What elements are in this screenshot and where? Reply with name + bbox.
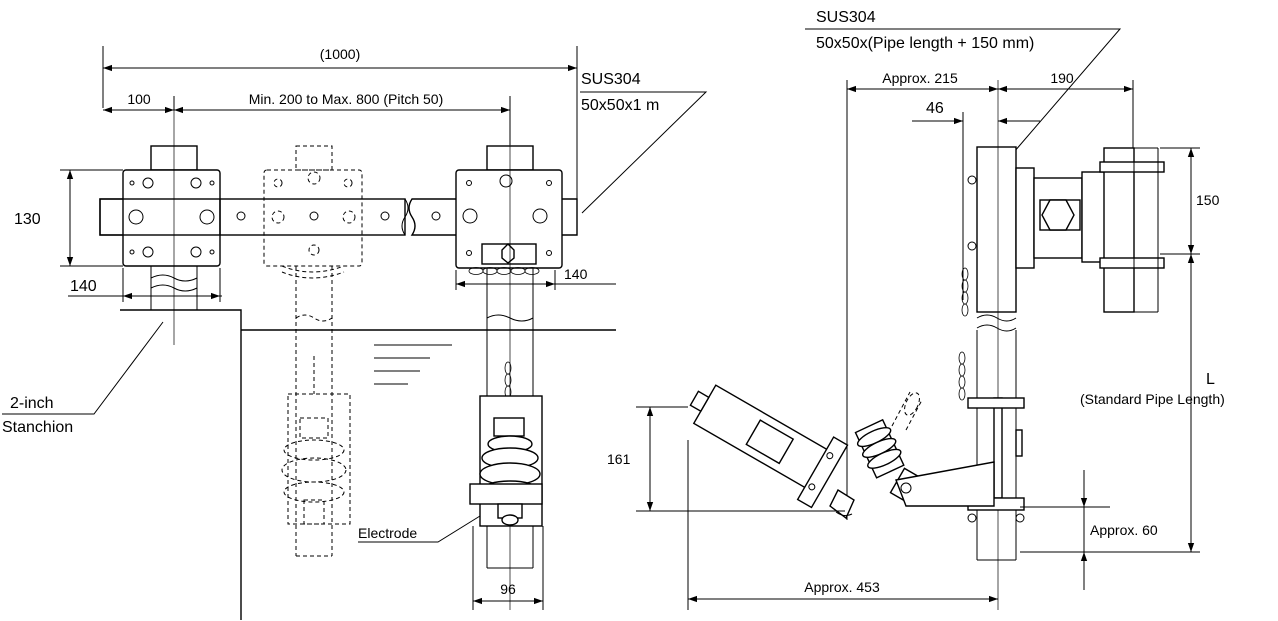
- chain-right-view-lower: [958, 351, 966, 401]
- clamp-plate-right: [455, 145, 563, 610]
- dimension-offset-and-range: 100 Min. 200 to Max. 800 (Pitch 50): [103, 91, 511, 145]
- immersion-pipe-right: [469, 268, 543, 569]
- dimension-pipe-length: L (Standard Pipe Length): [1020, 254, 1225, 553]
- dimension-161: 161: [607, 406, 845, 512]
- angled-sensor-holder: [689, 384, 995, 520]
- material-right-size: 50x50x(Pipe length + 150 mm): [816, 35, 1034, 52]
- bracket-arm-and-clamp: [1015, 147, 1165, 313]
- dimension-140-right-label: 140: [564, 266, 588, 282]
- dimension-overall-label: (1000): [320, 46, 360, 62]
- dimension-96: 96: [472, 526, 544, 610]
- dimension-161-label: 161: [607, 451, 631, 467]
- vertical-pipe: [967, 80, 1025, 610]
- pipe-length-description: (Standard Pipe Length): [1080, 391, 1225, 407]
- dimension-overall: (1000): [102, 46, 578, 204]
- material-left-label: SUS304: [581, 71, 641, 88]
- chain-right-view-upper: [961, 267, 969, 317]
- left-top-view: (1000) 100 Min. 200 to Max. 800 (Pitch 5…: [2, 46, 708, 620]
- dimension-60: Approx. 60: [1020, 470, 1158, 590]
- dimension-140-left-label: 140: [70, 278, 97, 295]
- chain-right: [468, 267, 540, 275]
- dimension-453-label: Approx. 453: [804, 579, 880, 595]
- clamp-plate-left: [99, 169, 221, 267]
- dimension-150: 150: [1160, 147, 1220, 255]
- dimension-453: Approx. 453: [687, 440, 998, 610]
- pipe-length-symbol: L: [1206, 371, 1215, 388]
- alternative-position-dashed: [263, 145, 363, 557]
- dimension-215-label: Approx. 215: [882, 70, 958, 86]
- stanchion-label-line2: Stanchion: [2, 419, 73, 436]
- dimension-150-label: 150: [1196, 192, 1220, 208]
- right-side-view: SUS304 50x50x(Pipe length + 150 mm) Appr…: [607, 9, 1225, 610]
- material-right-label: SUS304: [816, 9, 876, 26]
- dimension-140-left: 140: [68, 268, 222, 302]
- dimension-130-label: 130: [14, 211, 41, 228]
- dimension-140-right: 140: [455, 266, 616, 290]
- electrode-label: Electrode: [358, 525, 417, 541]
- dimension-130: 130: [14, 169, 123, 267]
- material-left-size: 50x50x1 m: [581, 97, 659, 114]
- electrode-callout: Electrode: [358, 515, 481, 543]
- material-note-left: SUS304 50x50x1 m: [580, 71, 708, 214]
- dimension-190-label: 190: [1050, 70, 1074, 86]
- tank-wall-and-water: [120, 309, 616, 620]
- dimension-96-label: 96: [500, 581, 516, 597]
- dimension-range-label: Min. 200 to Max. 800 (Pitch 50): [249, 91, 444, 107]
- dimension-46: 46: [912, 100, 1040, 300]
- dimension-100-label: 100: [127, 91, 151, 107]
- dimension-46-label: 46: [926, 100, 944, 117]
- material-note-right: SUS304 50x50x(Pipe length + 150 mm): [805, 9, 1122, 153]
- dimension-60-label: Approx. 60: [1090, 522, 1158, 538]
- stanchion-callout: 2-inch Stanchion: [2, 321, 164, 436]
- stanchion-label-line1: 2-inch: [10, 395, 54, 412]
